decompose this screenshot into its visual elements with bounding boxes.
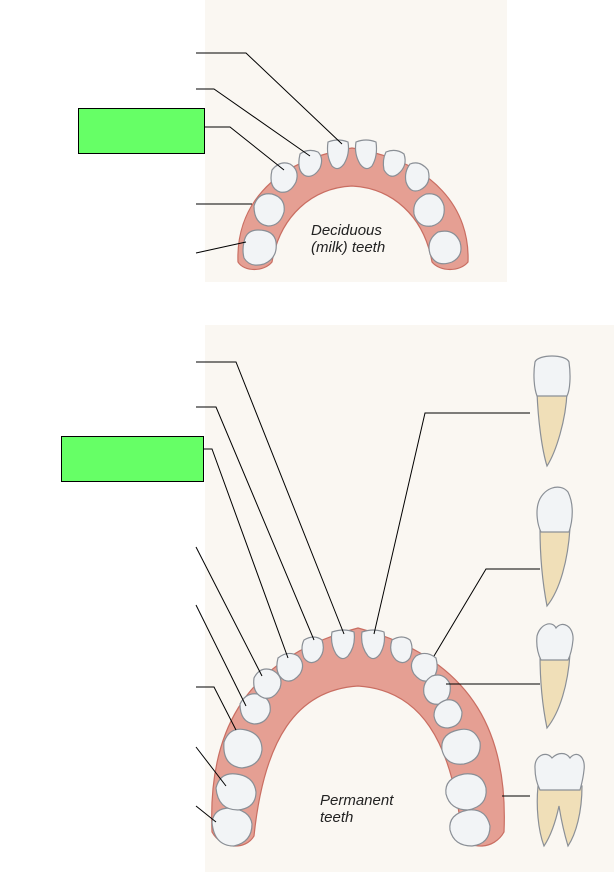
- permanent-teeth: [211, 629, 491, 847]
- isolated-premolar-root: [539, 653, 571, 730]
- isolated-teeth: [533, 355, 585, 848]
- leader-to-isolated-canine: [433, 568, 540, 657]
- deciduous-teeth: [242, 139, 462, 266]
- permanent-leader-lines-left: [195, 361, 345, 823]
- deciduous-lateral-incisor-right: [382, 149, 406, 177]
- permanent-premolar-2-right: [433, 699, 463, 729]
- deciduous-molar-1-left: [253, 193, 285, 227]
- deciduous-caption-line1: Deciduous: [311, 222, 382, 239]
- permanent-leader-molar-2: [195, 746, 227, 787]
- permanent-molar-2-left: [215, 773, 257, 811]
- permanent-molar-1-left: [223, 728, 263, 769]
- permanent-molar-2-right: [445, 773, 487, 811]
- deciduous-caption: Deciduous (milk) teeth: [311, 222, 385, 256]
- deciduous-canine-left: [270, 162, 298, 193]
- isolated-incisor-root: [536, 391, 568, 468]
- permanent-caption-line2: teeth: [320, 809, 354, 826]
- permanent-caption: Permanent teeth: [320, 792, 393, 826]
- permanent-central-incisor-left: [330, 629, 355, 660]
- permanent-leader-canine: [204, 448, 289, 659]
- deciduous-central-incisor-right: [354, 139, 378, 170]
- permanent-answer-box[interactable]: [61, 436, 204, 482]
- permanent-lateral-incisor-left: [301, 636, 324, 664]
- deciduous-leader-molar-2: [195, 241, 247, 254]
- deciduous-canine-right: [404, 162, 430, 192]
- isolated-canine-root: [539, 527, 571, 608]
- deciduous-molar-2-left: [242, 229, 277, 266]
- permanent-premolar-1-left: [253, 668, 282, 699]
- permanent-molar-1-right: [441, 728, 481, 765]
- deciduous-leader-lateral-incisor: [196, 88, 311, 157]
- permanent-leader-lateral-incisor: [196, 406, 315, 641]
- deciduous-leader-canine: [204, 126, 285, 171]
- permanent-leader-molar-1: [196, 686, 237, 731]
- permanent-central-incisor-right: [361, 629, 386, 660]
- permanent-lateral-incisor-right: [390, 636, 413, 664]
- permanent-leader-molar-3: [195, 805, 217, 823]
- isolated-molar-crown: [534, 752, 585, 791]
- deciduous-central-incisor-left: [326, 139, 350, 170]
- deciduous-leader-central-incisor: [196, 52, 343, 145]
- permanent-caption-line1: Permanent: [320, 792, 394, 809]
- isolated-molar-roots: [536, 785, 583, 848]
- deciduous-molar-1-right: [413, 193, 445, 227]
- permanent-leader-premolar-2: [195, 604, 247, 707]
- isolated-incisor-crown: [533, 355, 571, 397]
- permanent-leader-premolar-1: [195, 546, 263, 677]
- deciduous-molar-2-right: [428, 230, 462, 265]
- permanent-molar-3-right: [449, 809, 491, 847]
- deciduous-lateral-incisor-left: [298, 149, 323, 177]
- deciduous-leader-lines: [195, 52, 343, 254]
- permanent-molar-3-left: [211, 807, 253, 847]
- leader-to-isolated-incisor: [373, 412, 530, 635]
- permanent-canine-left: [276, 652, 304, 682]
- deciduous-answer-box[interactable]: [78, 108, 205, 154]
- permanent-premolar-2-left: [239, 693, 271, 725]
- isolated-canine-crown: [536, 486, 573, 533]
- deciduous-caption-line2: (milk) teeth: [311, 239, 386, 256]
- permanent-leader-lines-right: [373, 412, 540, 797]
- permanent-leader-central-incisor: [196, 361, 345, 635]
- isolated-premolar-crown: [536, 623, 574, 661]
